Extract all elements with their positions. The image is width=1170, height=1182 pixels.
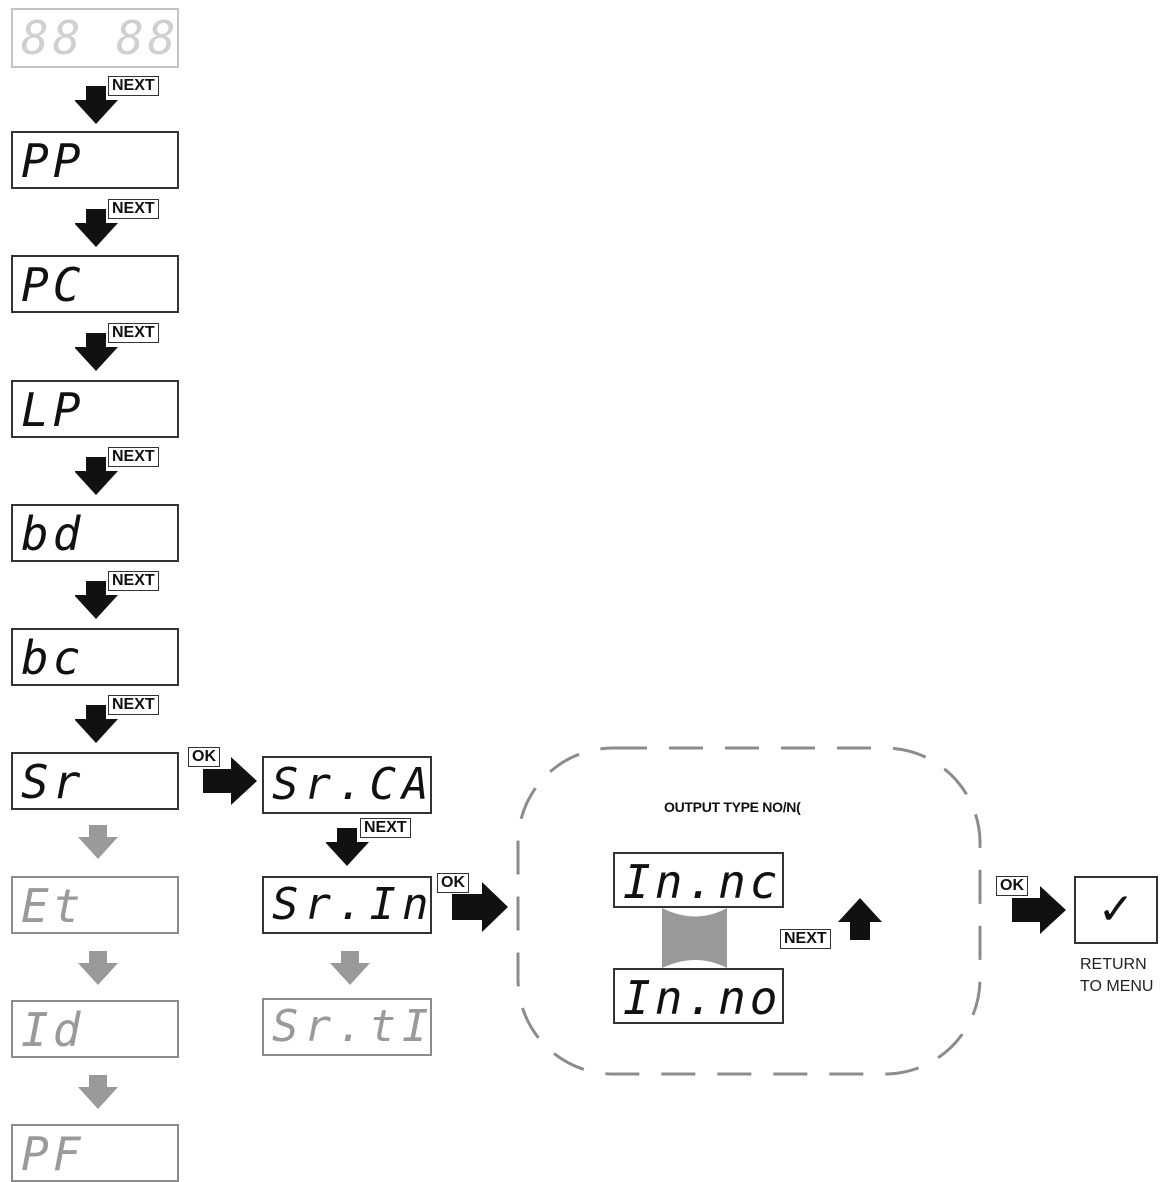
up-arrow-icon	[838, 898, 882, 940]
down-arrow-icon	[75, 457, 118, 495]
display-text: Sr.tI	[272, 1001, 435, 1052]
down-arrow-icon	[75, 581, 118, 619]
display-pc: PC	[11, 255, 179, 313]
next-label: NEXT	[108, 571, 159, 591]
down-arrow-icon	[75, 705, 118, 743]
display-in-nc: In.nc	[613, 852, 784, 908]
display-all-segments: 88 88	[11, 8, 179, 68]
right-arrow-icon	[452, 882, 508, 932]
return-label-line1: RETURN	[1080, 956, 1147, 973]
display-text: Sr.In	[272, 879, 435, 930]
down-arrow-icon	[75, 333, 118, 371]
down-arrow-icon	[78, 1075, 118, 1109]
display-et: Et	[11, 876, 179, 934]
display-text: Id	[21, 1003, 85, 1057]
ok-label: OK	[437, 873, 469, 893]
right-arrow-icon	[1012, 886, 1066, 934]
next-label: NEXT	[108, 323, 159, 343]
display-sr-ca: Sr.CA	[262, 756, 432, 814]
display-text: PP	[21, 134, 85, 188]
down-arrow-icon	[78, 951, 118, 985]
submenu-title: OUTPUT TYPE NO/N(	[664, 799, 801, 815]
display-pf: PF	[11, 1124, 179, 1182]
display-id: Id	[11, 1000, 179, 1058]
display-text: In.no	[623, 971, 782, 1025]
down-arrow-icon	[75, 209, 118, 247]
display-sr: Sr	[11, 752, 179, 810]
ok-label: OK	[996, 876, 1028, 896]
display-text: PF	[21, 1127, 85, 1181]
right-arrow-icon	[203, 757, 257, 805]
next-label: NEXT	[780, 929, 831, 949]
display-bd: bd	[11, 504, 179, 562]
return-box: ✓	[1074, 876, 1158, 944]
next-label: NEXT	[108, 695, 159, 715]
display-text: 88 88	[21, 11, 180, 65]
next-label: NEXT	[108, 447, 159, 467]
return-label-line2: TO MENU	[1080, 978, 1154, 995]
display-lp: LP	[11, 380, 179, 438]
display-text: LP	[21, 383, 85, 437]
down-arrow-icon	[330, 951, 370, 985]
ok-label: OK	[188, 747, 220, 767]
display-text: PC	[21, 258, 85, 312]
next-label: NEXT	[108, 199, 159, 219]
display-text: Et	[21, 879, 85, 933]
down-arrow-icon	[78, 825, 118, 859]
connector-band	[662, 908, 727, 968]
next-label: NEXT	[108, 76, 159, 96]
display-text: Sr	[21, 755, 85, 809]
display-sr-in: Sr.In	[262, 876, 432, 934]
display-sr-ti: Sr.tI	[262, 998, 432, 1056]
display-pp: PP	[11, 131, 179, 189]
display-text: bd	[21, 507, 85, 561]
down-arrow-icon	[326, 828, 369, 866]
display-text: bc	[21, 631, 85, 685]
down-arrow-icon	[75, 86, 118, 124]
display-bc: bc	[11, 628, 179, 686]
next-label: NEXT	[360, 818, 411, 838]
display-text: Sr.CA	[272, 759, 435, 810]
check-icon: ✓	[1097, 884, 1135, 935]
display-in-no: In.no	[613, 968, 784, 1024]
display-text: In.nc	[623, 855, 782, 909]
